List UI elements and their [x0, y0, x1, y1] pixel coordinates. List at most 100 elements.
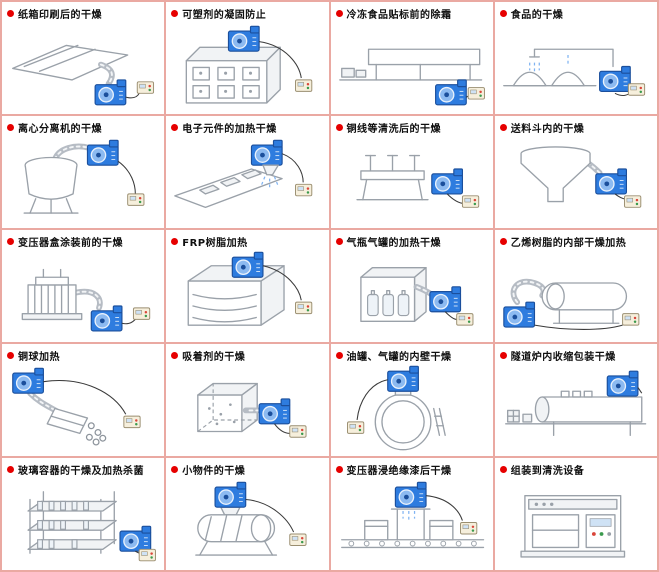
bullet-icon	[499, 466, 507, 473]
cell-title: 隧道炉内收缩包装干燥	[510, 352, 616, 363]
controller-icon	[123, 415, 141, 429]
grid-cell: 可塑剂的凝固防止	[166, 2, 329, 114]
cell-title: 铜线等清洗后的干燥	[346, 124, 441, 135]
bullet-icon	[171, 124, 179, 131]
controller-icon	[621, 313, 640, 326]
cell-header: 气瓶气罐的加热干燥	[335, 234, 489, 249]
controller-icon	[289, 533, 307, 546]
illustration-copper-ball-heating	[7, 363, 160, 454]
blower-icon	[214, 481, 247, 508]
blower-icon	[251, 139, 284, 166]
cell-header: 变压器浸绝缘漆后干燥	[335, 462, 489, 477]
blower-icon	[430, 168, 463, 195]
illustration-adsorbent-drying	[171, 363, 324, 454]
blower-icon	[228, 25, 261, 52]
illustration-gas-cylinder-heat-drying	[336, 249, 489, 340]
controller-icon	[136, 81, 155, 94]
bullet-icon	[335, 466, 343, 473]
blower-icon	[598, 65, 631, 93]
illustration-transformer-case-drying	[7, 249, 160, 340]
grid-cell: 送料斗内的干燥	[494, 116, 657, 228]
bullet-icon	[171, 238, 179, 245]
cell-header: FRP树脂加热	[171, 234, 324, 249]
cell-header: 吸着剂的干燥	[171, 348, 324, 363]
bullet-icon	[335, 352, 343, 359]
controller-icon	[346, 421, 364, 434]
cell-header: 铜线等清洗后的干燥	[335, 120, 489, 135]
cell-header: 食品的干燥	[499, 6, 653, 21]
bullet-icon	[7, 10, 14, 17]
cell-title: 送料斗内的干燥	[510, 124, 585, 135]
bullet-icon	[171, 466, 179, 473]
grid-cell: 气瓶气罐的加热干燥	[330, 230, 493, 342]
cell-title: 小物件的干燥	[182, 466, 246, 477]
controller-icon	[467, 87, 485, 100]
cell-header: 铜球加热	[7, 348, 160, 363]
cell-title: 纸箱印刷后的干燥	[18, 10, 102, 21]
bullet-icon	[335, 10, 343, 17]
illustration-built-into-cleaning-equipment	[500, 477, 653, 568]
controller-icon	[459, 522, 477, 535]
cell-title: 离心分离机的干燥	[18, 124, 102, 135]
grid-cell: 变压器盒涂装前的干燥	[2, 230, 165, 342]
blower-icon	[231, 251, 264, 278]
blower-icon	[434, 79, 467, 106]
illustration-tank-inner-wall-drying	[336, 363, 489, 454]
grid-cell: 隧道炉内收缩包装干燥	[494, 344, 657, 456]
illustration-frozen-food-defrost	[336, 21, 489, 112]
cell-header: 油罐、气罐的内壁干燥	[335, 348, 489, 363]
cell-title: 变压器盒涂装前的干燥	[18, 238, 123, 249]
illustration-electronic-parts-heat-drying	[171, 135, 324, 226]
blower-icon	[86, 139, 119, 166]
bullet-icon	[499, 352, 507, 359]
bullet-icon	[171, 10, 179, 17]
grid-cell: 小物件的干燥	[166, 458, 329, 570]
cell-header: 小物件的干燥	[171, 462, 324, 477]
grid-cell: 铜线等清洗后的干燥	[330, 116, 493, 228]
cell-header: 可塑剂的凝固防止	[171, 6, 324, 21]
grid-cell: 乙烯树脂的内部干燥加热	[494, 230, 657, 342]
grid-cell: 冷冻食品贴标前的除霜	[330, 2, 493, 114]
blower-icon	[258, 398, 291, 425]
grid-cell: 玻璃容器的干燥及加热杀菌	[2, 458, 165, 570]
cell-title: 气瓶气罐的加热干燥	[346, 238, 441, 249]
cell-header: 纸箱印刷后的干燥	[7, 6, 160, 21]
bullet-icon	[7, 466, 14, 473]
cell-title: 玻璃容器的干燥及加热杀菌	[18, 466, 144, 477]
cell-title: 油罐、气罐的内壁干燥	[346, 352, 452, 363]
cell-header: 变压器盒涂装前的干燥	[7, 234, 160, 249]
cell-title: 铜球加热	[18, 352, 60, 363]
grid-cell: 油罐、气罐的内壁干燥	[330, 344, 493, 456]
controller-icon	[295, 301, 313, 315]
grid-cell: 吸着剂的干燥	[166, 344, 329, 456]
cell-header: 电子元件的加热干燥	[171, 120, 324, 135]
bullet-icon	[499, 10, 507, 17]
cell-header: 送料斗内的干燥	[499, 120, 653, 135]
illustration-copper-wire-drying	[336, 135, 489, 226]
grid-cell: 变压器浸绝缘漆后干燥	[330, 458, 493, 570]
blower-icon	[386, 365, 419, 392]
grid-cell: 离心分离机的干燥	[2, 116, 165, 228]
cell-title: FRP树脂加热	[182, 238, 248, 249]
controller-icon	[295, 79, 313, 92]
illustration-transformer-varnish-drying	[336, 477, 489, 568]
controller-icon	[138, 548, 156, 562]
blower-icon	[394, 481, 427, 508]
cell-header: 乙烯树脂的内部干燥加热	[499, 234, 653, 249]
controller-icon	[627, 83, 645, 96]
blower-icon	[606, 370, 639, 397]
cell-title: 吸着剂的干燥	[182, 352, 246, 363]
blower-icon	[90, 305, 123, 332]
cell-title: 组装到清洗设备	[510, 466, 585, 477]
cell-title: 食品的干燥	[510, 10, 564, 21]
controller-icon	[295, 183, 313, 197]
cell-title: 可塑剂的凝固防止	[182, 10, 267, 21]
controller-icon	[289, 425, 307, 438]
illustration-frp-resin-heating	[171, 249, 324, 340]
grid-cell: 电子元件的加热干燥	[166, 116, 329, 228]
cell-header: 隧道炉内收缩包装干燥	[499, 348, 653, 363]
bullet-icon	[335, 238, 343, 245]
cell-header: 冷冻食品贴标前的除霜	[335, 6, 489, 21]
illustration-tunnel-shrink-wrap-drying	[500, 363, 653, 454]
